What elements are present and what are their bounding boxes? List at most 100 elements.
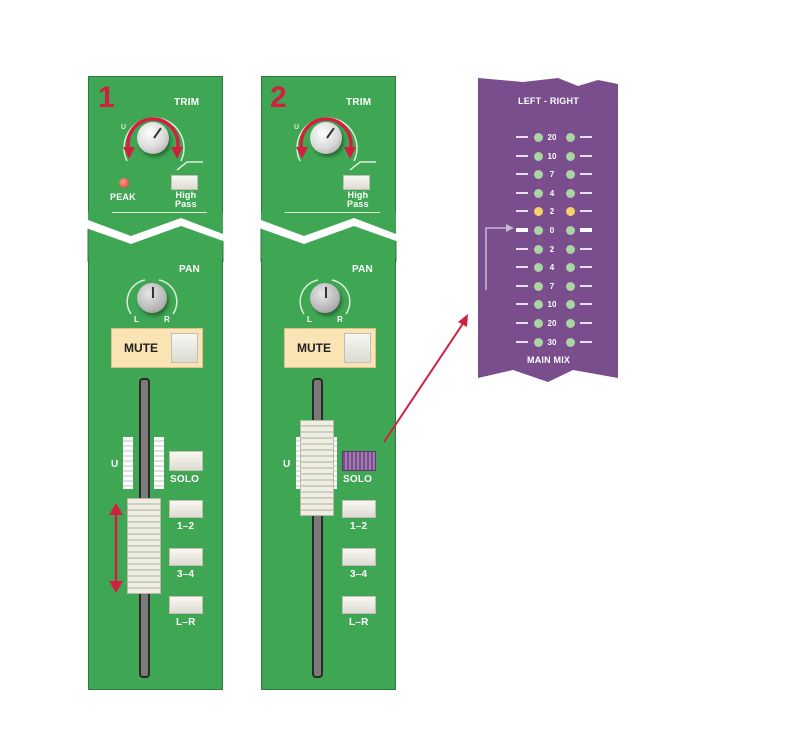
meter-panel: [478, 78, 618, 382]
solo-button-active[interactable]: [342, 451, 376, 471]
high-pass-curve-icon: [349, 161, 376, 171]
pan-left-label: L: [134, 315, 140, 324]
meter-tick-right: [580, 248, 592, 250]
bus-3-4-button[interactable]: [169, 548, 203, 566]
pan-scale-icon: [126, 279, 178, 315]
high-pass-button[interactable]: [343, 175, 370, 190]
meter-led-right: [566, 338, 575, 347]
meter-tick-right: [580, 322, 592, 324]
meter-led-left: [534, 338, 543, 347]
channel-1-break: [86, 212, 226, 262]
meter-led-left: [534, 226, 543, 235]
meter-tick-right: [580, 173, 592, 175]
bus-3-4-button[interactable]: [342, 548, 376, 566]
mute-label: MUTE: [124, 341, 158, 355]
meter-tick-left: [516, 285, 528, 287]
bus-1-2-button[interactable]: [169, 500, 203, 518]
meter-led-right: [566, 319, 575, 328]
high-pass-button[interactable]: [171, 175, 198, 190]
meter-led-right: [566, 245, 575, 254]
fader-unity-label: U: [283, 459, 291, 470]
meter-tick-left: [516, 248, 528, 250]
bus-1-2-button[interactable]: [342, 500, 376, 518]
pan-knob[interactable]: [137, 283, 167, 313]
meter-led-left: [534, 133, 543, 142]
solo-label: SOLO: [170, 474, 200, 485]
fader-cap[interactable]: [300, 420, 334, 516]
meter-led-right: [566, 133, 575, 142]
meter-led-right: [566, 189, 575, 198]
meter-tick-right: [580, 210, 592, 212]
meter-tick-right: [580, 228, 592, 232]
trim-knob[interactable]: [137, 122, 169, 154]
meter-led-left: [534, 170, 543, 179]
meter-led-right: [566, 300, 575, 309]
meter-title: LEFT - RIGHT: [518, 96, 579, 106]
bus-3-4-label: 3–4: [350, 569, 368, 580]
meter-led-left: [534, 189, 543, 198]
meter-level-label: 10: [547, 152, 557, 161]
pan-scale-icon: [299, 279, 351, 315]
fader-track: [312, 378, 323, 678]
bus-lr-button[interactable]: [169, 596, 203, 614]
mute-button[interactable]: [171, 333, 198, 363]
pan-right-label: R: [164, 315, 170, 324]
trim-knob[interactable]: [310, 122, 342, 154]
meter-tick-left: [516, 322, 528, 324]
meter-level-label: 4: [549, 263, 555, 272]
fader-unity-label: U: [111, 459, 119, 470]
meter-led-right: [566, 226, 575, 235]
trim-label: TRIM: [174, 97, 200, 108]
channel-2-break: [259, 212, 399, 262]
meter-level-label: 2: [549, 207, 555, 216]
meter-tick-right: [580, 285, 592, 287]
channel-number: 2: [270, 81, 287, 114]
pan-label: PAN: [179, 264, 200, 275]
high-pass-curve-icon: [176, 161, 203, 171]
meter-tick-left: [516, 341, 528, 343]
meter-level-label: 2: [549, 245, 555, 254]
bus-lr-label: L–R: [349, 617, 369, 628]
meter-tick-right: [580, 155, 592, 157]
pan-left-label: L: [307, 315, 313, 324]
zero-reference-arrow-icon: [485, 224, 514, 290]
meter-led-right: [566, 152, 575, 161]
unity-mark-left: [123, 437, 133, 489]
solo-label: SOLO: [343, 474, 373, 485]
channel-number: 1: [98, 81, 115, 114]
meter-tick-left: [516, 173, 528, 175]
meter-level-label: 20: [547, 319, 557, 328]
trim-label: TRIM: [346, 97, 372, 108]
meter-tick-left: [516, 303, 528, 305]
meter-level-label: 20: [547, 133, 557, 142]
solo-button[interactable]: [169, 451, 203, 471]
bus-1-2-label: 1–2: [350, 521, 368, 532]
meter-led-left: [534, 245, 543, 254]
pan-label: PAN: [352, 264, 373, 275]
meter-led-left: [534, 282, 543, 291]
peak-label: PEAK: [110, 192, 136, 202]
fader-move-arrow-icon: [109, 503, 123, 593]
bus-lr-button[interactable]: [342, 596, 376, 614]
fader-cap[interactable]: [127, 498, 161, 594]
divider-line: [112, 212, 207, 213]
meter-tick-left: [516, 266, 528, 268]
mute-label: MUTE: [297, 341, 331, 355]
meter-tick-right: [580, 303, 592, 305]
high-pass-label: High Pass: [347, 190, 369, 209]
pan-knob[interactable]: [310, 283, 340, 313]
high-pass-label: High Pass: [175, 190, 197, 209]
meter-led-left: [534, 300, 543, 309]
bus-lr-label: L–R: [176, 617, 196, 628]
bus-1-2-label: 1–2: [177, 521, 195, 532]
callout-arrow-icon: [383, 314, 468, 443]
mute-button[interactable]: [344, 333, 371, 363]
meter-tick-left: [516, 192, 528, 194]
trim-arrow-icon: U: [294, 117, 358, 162]
meter-level-label: 30: [547, 338, 557, 347]
divider-line: [285, 212, 380, 213]
pan-right-label: R: [337, 315, 343, 324]
meter-level-label: 7: [549, 170, 555, 179]
bus-3-4-label: 3–4: [177, 569, 195, 580]
meter-level-label: 0: [549, 226, 555, 235]
